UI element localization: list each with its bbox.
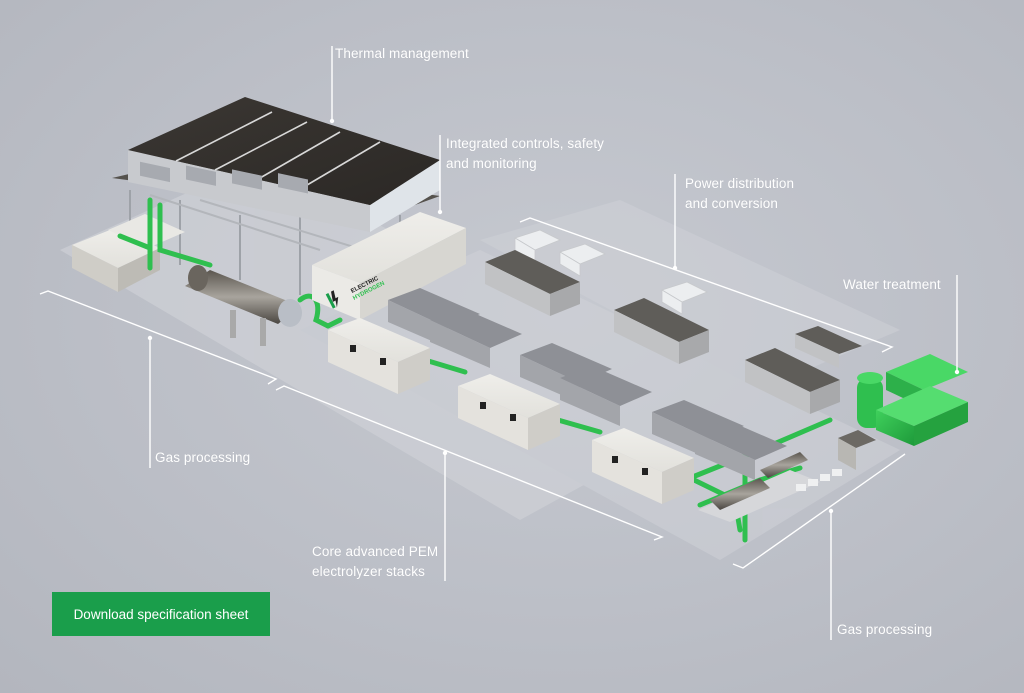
callout-thermal-management: Thermal management <box>335 44 469 64</box>
callout-power-distribution: Power distribution and conversion <box>685 174 794 214</box>
gas-processing-right-equipment <box>698 452 842 522</box>
callout-pem-stacks-line2: electrolyzer stacks <box>312 564 425 579</box>
gas-processing-left-equipment <box>72 214 302 346</box>
controls-container: ELECTRIC HYDROGEN <box>312 212 466 320</box>
pem-enclosure-1 <box>328 318 430 394</box>
power-distribution-equipment <box>485 229 862 414</box>
callout-lines <box>39 46 958 640</box>
pem-enclosures <box>328 318 694 504</box>
callout-gas-processing-right: Gas processing <box>837 620 932 640</box>
callout-integrated-controls-line2: and monitoring <box>446 156 537 171</box>
callout-pem-stacks: Core advanced PEM electrolyzer stacks <box>312 542 438 582</box>
callout-integrated-controls-line1: Integrated controls, safety <box>446 136 605 151</box>
callout-integrated-controls: Integrated controls, safety and monitori… <box>446 134 604 174</box>
electric-hydrogen-logo <box>325 290 339 309</box>
pem-enclosure-2 <box>458 374 560 450</box>
callout-power-distribution-line2: and conversion <box>685 196 778 211</box>
electrolyzer-stack-cabinets <box>388 288 787 480</box>
pem-enclosure-3 <box>592 428 694 504</box>
callout-thermal-management-text: Thermal management <box>335 46 469 61</box>
download-specification-sheet-button[interactable]: Download specification sheet <box>52 592 270 636</box>
download-button-label: Download specification sheet <box>73 606 249 622</box>
callout-water-treatment-text: Water treatment <box>843 277 941 292</box>
thermal-cooler-structure <box>112 97 440 295</box>
callout-power-distribution-line1: Power distribution <box>685 176 795 191</box>
water-treatment-equipment <box>838 354 968 470</box>
callout-gas-processing-left: Gas processing <box>155 448 250 468</box>
callout-pem-stacks-line1: Core advanced PEM <box>312 544 439 559</box>
callout-dots <box>147 118 960 514</box>
callout-gas-processing-right-text: Gas processing <box>837 622 933 637</box>
callout-water-treatment: Water treatment <box>843 275 941 295</box>
callout-gas-processing-left-text: Gas processing <box>155 450 251 465</box>
